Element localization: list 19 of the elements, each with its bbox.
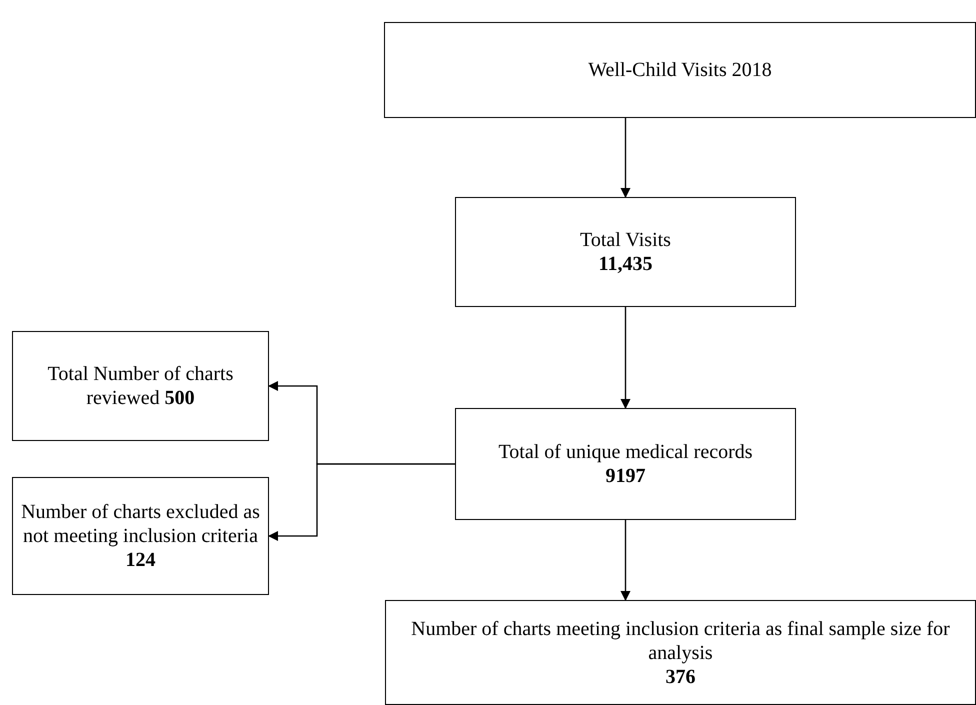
process-box — [385, 600, 976, 705]
process-box — [12, 477, 269, 595]
box-text: Number of charts meeting inclusion criteria as final sample size for analysis — [410, 616, 951, 664]
arrow — [620, 520, 630, 601]
arrow — [620, 307, 630, 409]
box-text: Total of unique medical records — [498, 440, 753, 464]
count-value: 376 — [666, 664, 696, 688]
box-text: Number of charts excluded as not meeting inclusion criteria 124 — [21, 500, 260, 572]
box-text: Total Number of charts reviewed 500 — [46, 362, 234, 410]
arrow — [268, 463, 455, 541]
process-box — [12, 331, 269, 441]
process-box — [455, 197, 796, 307]
count-value: 11,435 — [598, 252, 652, 276]
arrow — [620, 118, 630, 198]
process-box — [384, 22, 976, 118]
count-value: 9197 — [606, 464, 646, 488]
process-box — [455, 408, 796, 520]
box-text: Total Visits — [580, 228, 671, 252]
box-text: Well-Child Visits 2018 — [588, 58, 772, 82]
